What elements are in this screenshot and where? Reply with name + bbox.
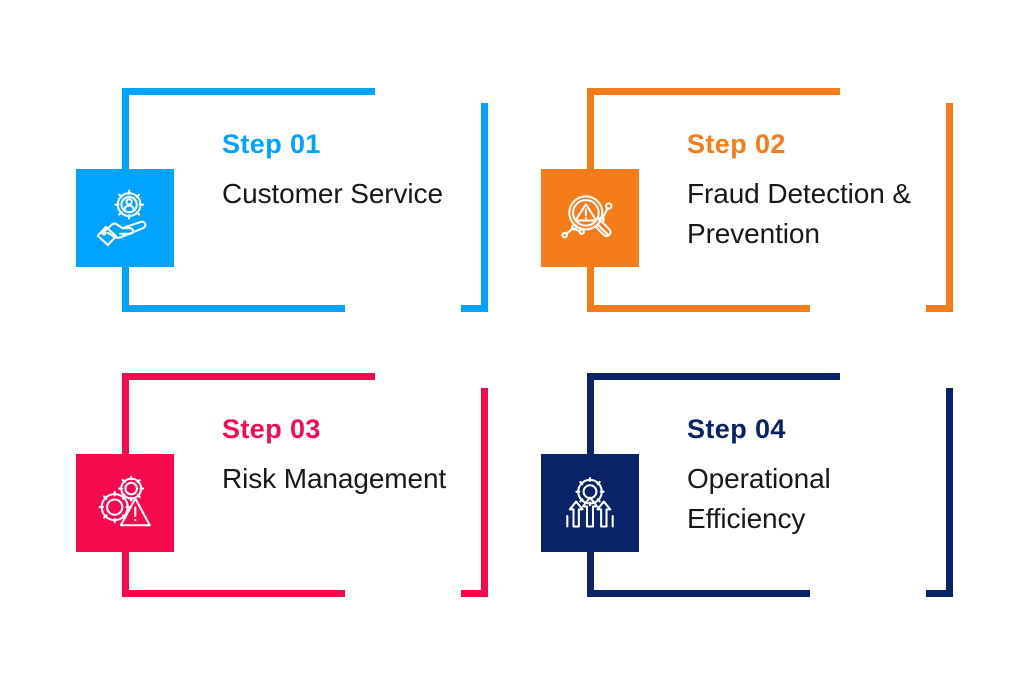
step-text-block-4: Step 04 Operational Efficiency	[687, 414, 937, 540]
step-card-2[interactable]: Step 02 Fraud Detection & Prevention	[535, 80, 995, 340]
step-card-1[interactable]: Step 01 Customer Service	[70, 80, 530, 340]
step-card-3[interactable]: Step 03 Risk Management	[70, 365, 530, 625]
step-title-3: Risk Management	[222, 462, 447, 494]
step-icon-tile-3	[76, 454, 174, 552]
bracket-right-foot-4	[926, 590, 953, 597]
bracket-right-foot-1	[461, 305, 488, 312]
bracket-left-top-arm-1	[122, 88, 375, 95]
step-label-4: Step 04	[687, 414, 786, 444]
step-label-1: Step 01	[222, 129, 321, 159]
gears-warning-icon	[92, 470, 158, 536]
step-title-4: Operational Efficiency	[687, 462, 831, 535]
gear-rising-arrows-icon	[557, 470, 623, 536]
step-icon-tile-2	[541, 169, 639, 267]
bracket-right-spine-1	[481, 103, 488, 312]
step-title-2: Fraud Detection & Prevention	[687, 177, 911, 250]
step-card-4[interactable]: Step 04 Operational Efficiency	[535, 365, 995, 625]
bracket-right-spine-3	[481, 388, 488, 597]
step-text-block-1: Step 01 Customer Service	[222, 129, 472, 214]
bracket-right-spine-4	[946, 388, 953, 597]
magnifier-warning-chart-icon	[557, 185, 623, 251]
step-text-block-3: Step 03 Risk Management	[222, 414, 472, 499]
step-icon-tile-1	[76, 169, 174, 267]
bracket-right-foot-3	[461, 590, 488, 597]
bracket-left-bottom-arm-3	[122, 590, 345, 597]
bracket-left-bottom-arm-1	[122, 305, 345, 312]
bracket-left-top-arm-4	[587, 373, 840, 380]
step-icon-tile-4	[541, 454, 639, 552]
hand-holding-gear-user-icon	[92, 185, 158, 251]
bracket-right-foot-2	[926, 305, 953, 312]
bracket-left-bottom-arm-4	[587, 590, 810, 597]
bracket-left-top-arm-3	[122, 373, 375, 380]
step-text-block-2: Step 02 Fraud Detection & Prevention	[687, 129, 937, 255]
bracket-left-bottom-arm-2	[587, 305, 810, 312]
bracket-right-spine-2	[946, 103, 953, 312]
bracket-left-top-arm-2	[587, 88, 840, 95]
step-label-3: Step 03	[222, 414, 321, 444]
step-title-1: Customer Service	[222, 177, 443, 209]
step-label-2: Step 02	[687, 129, 786, 159]
